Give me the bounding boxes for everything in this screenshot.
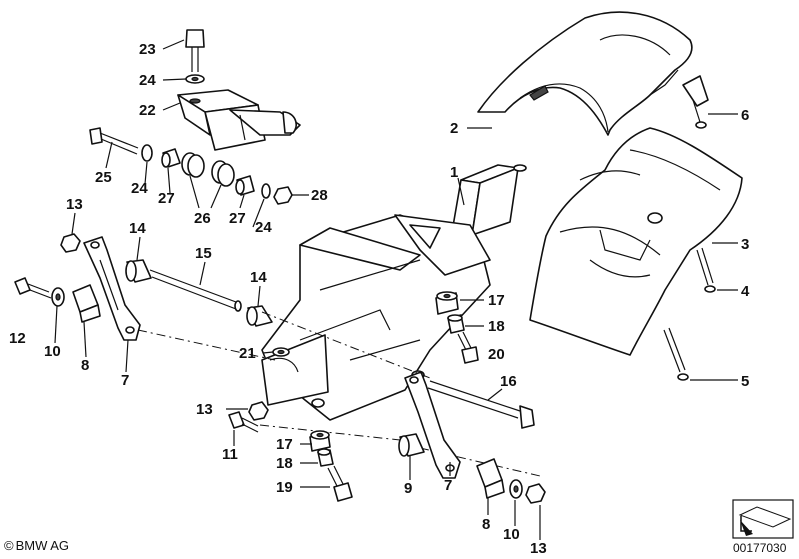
bolt-19	[327, 465, 353, 502]
label-23: 23	[139, 41, 156, 58]
label-11: 11	[222, 446, 238, 463]
upper-column-cover	[477, 11, 693, 136]
clamp-8-left	[72, 284, 101, 323]
diagram-number: 00177030	[733, 541, 787, 555]
label-21: 21	[239, 345, 256, 362]
rod-15	[149, 269, 242, 312]
bolt-12	[14, 277, 52, 299]
nut-13-right	[525, 483, 546, 504]
copyright-notice: © BMW AG	[4, 538, 69, 553]
label-18-upper: 18	[488, 318, 505, 335]
bracket-22	[177, 89, 301, 151]
clamp-8-right	[476, 458, 505, 499]
washer-21	[272, 347, 290, 357]
label-27-right: 27	[229, 210, 246, 227]
label-6: 6	[741, 107, 749, 124]
bush-27-left	[161, 148, 181, 168]
steering-column	[261, 164, 527, 421]
bracket-7-left	[83, 236, 141, 341]
bolt-11	[228, 411, 259, 433]
washer-10-right	[509, 479, 523, 499]
nut-28	[273, 186, 293, 205]
label-27-left: 27	[158, 190, 175, 207]
bush-9	[398, 433, 425, 457]
label-15: 15	[195, 245, 212, 262]
bush-14-lower	[246, 305, 273, 327]
label-8-left: 8	[81, 357, 89, 374]
label-7-left: 7	[121, 372, 129, 389]
rubber-17-lower	[309, 430, 331, 452]
washer-24-mid	[141, 144, 153, 162]
label-18-lower: 18	[276, 455, 293, 472]
sleeve-18-upper	[447, 314, 465, 334]
diagram-reference-icon	[732, 499, 794, 539]
nut-13-center	[248, 401, 269, 421]
label-13-left: 13	[66, 196, 83, 213]
label-1: 1	[450, 164, 458, 181]
label-20: 20	[488, 346, 505, 363]
label-13-right: 13	[530, 540, 547, 557]
axis-line-rod-16	[261, 311, 431, 379]
nut-13-left	[60, 233, 81, 253]
washer-24-top	[185, 74, 205, 84]
bush-26-left	[181, 152, 205, 178]
label-28: 28	[311, 187, 328, 204]
label-12: 12	[9, 330, 26, 347]
axis-line-upper	[137, 329, 276, 361]
label-22: 22	[139, 102, 156, 119]
washer-24-right	[261, 183, 271, 199]
bolt-23	[185, 29, 205, 72]
bush-27-right	[235, 175, 255, 196]
screw-4	[696, 247, 716, 293]
label-10-left: 10	[44, 343, 61, 360]
label-5: 5	[741, 373, 749, 390]
label-14-upper: 14	[129, 220, 146, 237]
label-24-mid: 24	[131, 180, 148, 197]
label-17-lower: 17	[276, 436, 293, 453]
bush-26-right	[211, 160, 235, 187]
screw-5	[663, 327, 689, 381]
label-13-center: 13	[196, 401, 213, 418]
label-14-lower: 14	[250, 269, 267, 286]
label-24-right: 24	[255, 219, 272, 236]
leader-lines	[54, 39, 738, 540]
washer-10-left	[51, 287, 65, 307]
label-7-right: 7	[444, 477, 452, 494]
label-10-right: 10	[503, 526, 520, 543]
label-16: 16	[500, 373, 517, 390]
axis-line-lower-left	[259, 424, 401, 441]
bolt-20	[457, 331, 479, 364]
screw-6	[682, 75, 709, 129]
bolt-25	[89, 127, 139, 155]
label-19: 19	[276, 479, 293, 496]
label-26: 26	[194, 210, 211, 227]
callout-labels: 1 2 3 4 5 6 7 7 8 8 9 10 10 11 12 13 13 …	[9, 41, 750, 557]
label-8-right: 8	[482, 516, 490, 533]
label-2: 2	[450, 120, 458, 137]
bolt-16	[427, 380, 535, 429]
brand-name: BMW AG	[15, 538, 70, 553]
label-4: 4	[741, 283, 750, 300]
label-17-upper: 17	[488, 292, 505, 309]
sleeve-18-lower	[317, 448, 334, 467]
label-9: 9	[404, 480, 412, 497]
label-25: 25	[95, 169, 112, 186]
copyright-icon: ©	[4, 538, 14, 553]
bracket-7-right	[404, 371, 461, 479]
rubber-17-upper	[435, 291, 459, 315]
label-3: 3	[741, 236, 749, 253]
lower-column-cover	[529, 127, 743, 356]
bush-14-upper	[125, 259, 152, 283]
label-24-top: 24	[139, 72, 156, 89]
